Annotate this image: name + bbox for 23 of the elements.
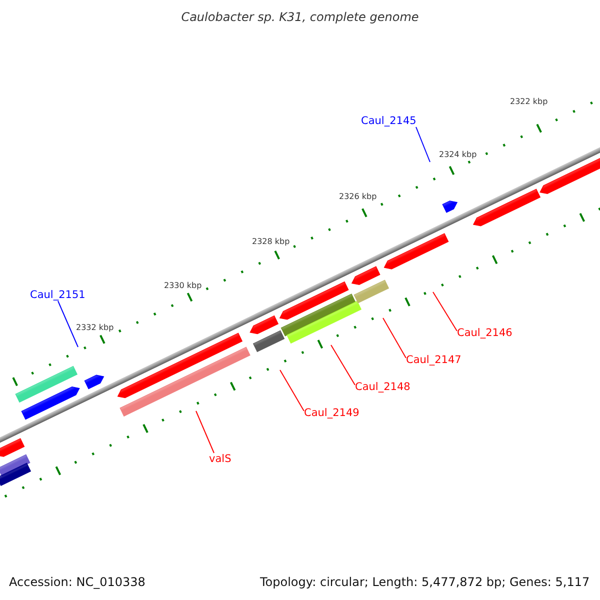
gene-label: Caul_2148 [355,381,410,393]
gene-label: Caul_2146 [457,327,512,339]
scale-label: 2322 kbp [510,97,548,106]
leader-line [382,318,406,358]
diagram-title: Caulobacter sp. K31, complete genome [180,10,420,24]
gene-label: valS [209,453,232,465]
leader-line [432,292,458,332]
leader-line [196,410,214,454]
scale-label: 2332 kbp [76,323,114,332]
leader-line [280,370,304,412]
leader-line [416,126,430,162]
gene-label: Caul_2147 [406,354,462,366]
scale-label: 2328 kbp [252,237,290,246]
leader-line [58,300,78,348]
footer-text: Topology: circular; Length: 5,477,872 bp; Genes: 5,117 [260,575,590,589]
gene-label: Caul_2145 [361,115,416,127]
scale-label: 2326 kbp [339,192,377,201]
gene-label: Caul_2149 [304,407,360,419]
gene-label: Caul_2151 [30,289,86,301]
scale-label: 2324 kbp [439,150,477,159]
leader-line [330,344,356,386]
scale-label: 2330 kbp [164,281,202,290]
footer-text: Accession: NC_010338 [9,575,146,589]
